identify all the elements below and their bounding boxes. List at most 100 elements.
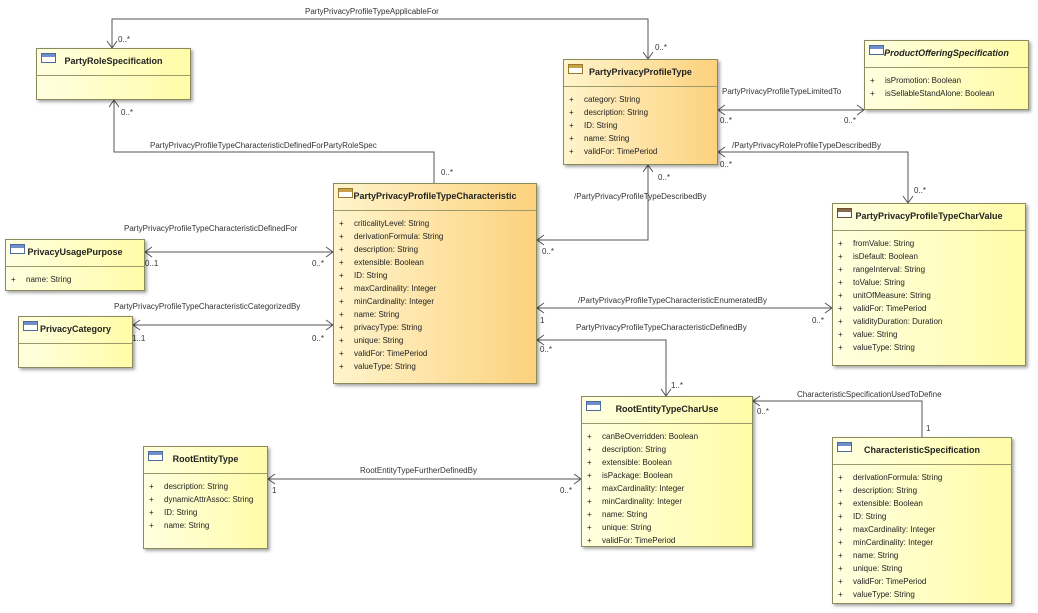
multiplicity: 0..* <box>312 334 324 343</box>
class-characteristic-specification[interactable]: CharacteristicSpecification derivationFo… <box>832 437 1012 604</box>
class-icon <box>586 401 601 411</box>
multiplicity: 0..* <box>720 160 732 169</box>
class-header: RootEntityType <box>144 447 267 474</box>
class-party-privacy-profile-type-characteristic[interactable]: PartyPrivacyProfileTypeCharacteristic cr… <box>333 183 537 384</box>
attribute: derivationFormula: String <box>334 230 536 243</box>
attribute: description: String <box>582 443 752 456</box>
class-icon <box>23 321 38 331</box>
class-product-offering-specification[interactable]: ProductOfferingSpecification isPromotion… <box>864 40 1029 110</box>
multiplicity: 0..1 <box>145 259 159 268</box>
class-name: RootEntityType <box>172 454 239 464</box>
attribute: maxCardinality: Integer <box>833 523 1011 536</box>
class-header: PrivacyUsagePurpose <box>6 240 144 267</box>
assoc-defined-for[interactable] <box>144 246 334 258</box>
class-party-privacy-profile-type-char-value[interactable]: PartyPrivacyProfileTypeCharValue fromVal… <box>832 203 1026 366</box>
attribute: criticalityLevel: String <box>334 217 536 230</box>
assoc-further-defined-by[interactable] <box>267 473 582 485</box>
class-header: PartyPrivacyProfileTypeCharValue <box>833 204 1025 231</box>
attribute: toValue: String <box>833 276 1025 289</box>
assoc-label: PartyPrivacyProfileTypeCharacteristicDef… <box>576 323 747 332</box>
class-root-entity-type-char-use[interactable]: RootEntityTypeCharUse canBeOverridden: B… <box>581 396 753 547</box>
class-icon <box>568 64 583 74</box>
attribute: validityDuration: Duration <box>833 315 1025 328</box>
attribute: isPromotion: Boolean <box>865 74 1028 87</box>
class-name: ProductOfferingSpecification <box>884 48 1009 58</box>
multiplicity: 0..* <box>560 486 572 495</box>
class-icon <box>869 45 884 55</box>
assoc-limited-to[interactable] <box>717 104 865 116</box>
attribute-list: isPromotion: Boolean isSellableStandAlon… <box>865 68 1028 100</box>
class-root-entity-type[interactable]: RootEntityType description: String dynam… <box>143 446 268 549</box>
class-name: CharacteristicSpecification <box>863 445 981 455</box>
class-party-role-specification[interactable]: PartyRoleSpecification <box>36 48 191 100</box>
multiplicity: 0..* <box>720 116 732 125</box>
attribute-list: canBeOverridden: Boolean description: St… <box>582 424 752 547</box>
attribute: validFor: TimePeriod <box>833 302 1025 315</box>
attribute-list: derivationFormula: String description: S… <box>833 465 1011 601</box>
attribute: valueType: String <box>334 360 536 373</box>
attribute: description: String <box>564 106 717 119</box>
attribute: minCardinality: Integer <box>582 495 752 508</box>
class-name: PartyPrivacyProfileType <box>589 67 692 77</box>
class-icon <box>41 53 56 63</box>
attribute: valueType: String <box>833 341 1025 354</box>
attribute-list: name: String <box>6 267 144 286</box>
class-privacy-usage-purpose[interactable]: PrivacyUsagePurpose name: String <box>5 239 145 291</box>
multiplicity: 0..* <box>757 407 769 416</box>
class-name: PrivacyUsagePurpose <box>27 247 123 257</box>
attribute-list: category: String description: String ID:… <box>564 87 717 158</box>
attribute: derivationFormula: String <box>833 471 1011 484</box>
attribute: fromValue: String <box>833 237 1025 250</box>
assoc-label: PartyPrivacyProfileTypeLimitedTo <box>722 87 842 96</box>
attribute: name: String <box>144 519 267 532</box>
attribute: isSellableStandAlone: Boolean <box>865 87 1028 100</box>
class-header: PartyPrivacyProfileType <box>564 60 717 87</box>
class-header: PrivacyCategory <box>19 317 132 344</box>
attribute: description: String <box>833 484 1011 497</box>
assoc-label: PartyPrivacyProfileTypeCharacteristicCat… <box>114 302 300 311</box>
class-party-privacy-profile-type[interactable]: PartyPrivacyProfileType category: String… <box>563 59 718 165</box>
attribute: ID: String <box>564 119 717 132</box>
attribute: name: String <box>6 273 144 286</box>
assoc-used-to-define[interactable] <box>752 395 923 437</box>
assoc-categorized-by[interactable] <box>132 319 334 331</box>
assoc-label: RootEntityTypeFurtherDefinedBy <box>360 466 477 475</box>
class-header: CharacteristicSpecification <box>833 438 1011 465</box>
attribute: maxCardinality: Integer <box>334 282 536 295</box>
attribute: validFor: TimePeriod <box>582 534 752 547</box>
multiplicity: 0..* <box>121 108 133 117</box>
attribute: canBeOverridden: Boolean <box>582 430 752 443</box>
attribute: dynamicAttrAssoc: String <box>144 493 267 506</box>
class-privacy-category[interactable]: PrivacyCategory <box>18 316 133 368</box>
assoc-described-by[interactable] <box>536 164 654 246</box>
class-header: RootEntityTypeCharUse <box>582 397 752 424</box>
attribute: minCardinality: Integer <box>334 295 536 308</box>
attribute: isPackage: Boolean <box>582 469 752 482</box>
assoc-label: PartyPrivacyProfileTypeCharacteristicDef… <box>124 224 298 233</box>
assoc-role-profile-type-described-by[interactable] <box>717 146 914 204</box>
attribute: extensible: Boolean <box>833 497 1011 510</box>
attribute: name: String <box>334 308 536 321</box>
multiplicity: 1..* <box>671 381 683 390</box>
assoc-characteristic-defined-by[interactable] <box>536 334 672 397</box>
class-name: PrivacyCategory <box>39 324 112 334</box>
attribute-list: fromValue: String isDefault: Boolean ran… <box>833 231 1025 354</box>
attribute: ID: String <box>833 510 1011 523</box>
assoc-label: /PartyPrivacyProfileTypeDescribedBy <box>574 192 707 201</box>
assoc-label: CharacteristicSpecificationUsedToDefine <box>797 390 942 399</box>
class-icon <box>837 442 852 452</box>
assoc-defined-for-party-role-spec[interactable] <box>108 99 435 183</box>
attribute: unique: String <box>582 521 752 534</box>
multiplicity: 0..* <box>118 35 130 44</box>
class-icon <box>148 451 163 461</box>
attribute: name: String <box>582 508 752 521</box>
class-name: PartyPrivacyProfileTypeCharacteristic <box>353 191 517 201</box>
multiplicity: 1..1 <box>132 334 146 343</box>
attribute: minCardinality: Integer <box>833 536 1011 549</box>
multiplicity: 0..* <box>655 43 667 52</box>
class-header: PartyPrivacyProfileTypeCharacteristic <box>334 184 536 211</box>
class-icon <box>10 244 25 254</box>
attribute-list: criticalityLevel: String derivationFormu… <box>334 211 536 373</box>
class-icon <box>338 188 353 198</box>
class-header: PartyRoleSpecification <box>37 49 190 76</box>
